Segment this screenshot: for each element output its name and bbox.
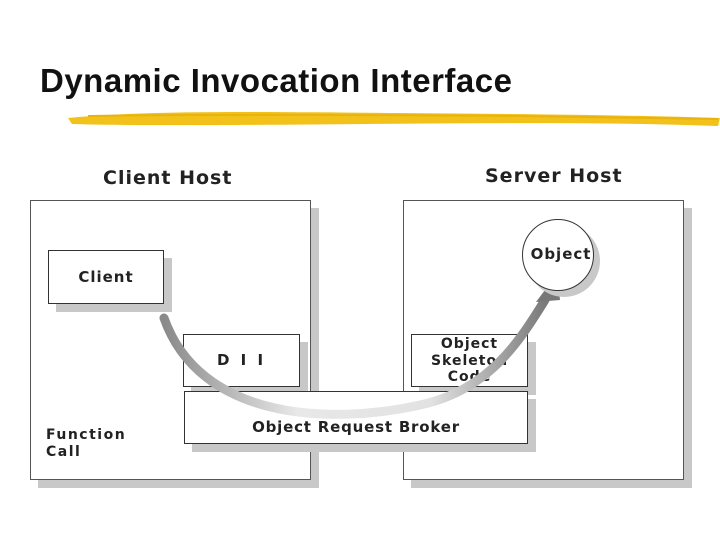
slide-title: Dynamic Invocation Interface <box>40 62 513 99</box>
function-call-line-2: Call <box>46 444 82 460</box>
title-underline-brushstroke <box>68 112 720 126</box>
orb-box-label: Object Request Broker <box>252 418 460 436</box>
skeleton-line-2: Skeleton <box>430 352 509 369</box>
client-host-label: Client Host <box>103 167 233 189</box>
server-host-label: Server Host <box>485 165 623 187</box>
function-call-label: Function Call <box>46 427 126 461</box>
function-call-line-1: Function <box>46 427 127 443</box>
object-label: Object <box>530 245 592 263</box>
client-box <box>48 250 164 304</box>
client-box-label: Client <box>78 268 134 286</box>
object-circle <box>522 219 594 291</box>
skeleton-line-1: Object <box>440 336 499 352</box>
dii-box-label: D I I <box>216 351 267 369</box>
arrow-body <box>159 295 550 419</box>
